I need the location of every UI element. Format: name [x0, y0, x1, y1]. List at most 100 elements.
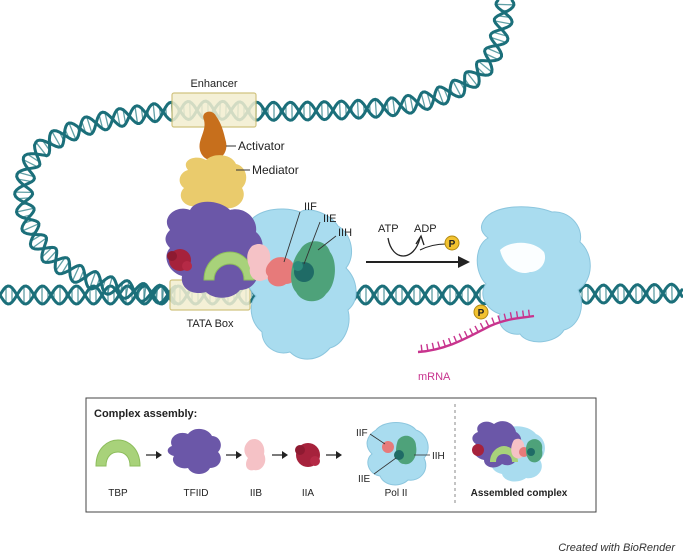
dna-base-pair	[426, 92, 432, 107]
tfiid-shape	[165, 201, 263, 298]
iif-shape	[265, 257, 297, 287]
dna-base-pair	[134, 106, 139, 124]
iih-label: IIH	[338, 227, 352, 239]
mrna-base	[442, 339, 447, 347]
legend-iib-icon	[244, 438, 266, 471]
mrna-base	[447, 337, 452, 345]
dna-backbone	[14, 99, 216, 305]
dna-base-pair	[143, 284, 147, 301]
dna-base-pair	[16, 207, 35, 213]
dna-base-pair	[486, 47, 502, 55]
mrna-strand: mRNA	[417, 309, 535, 383]
dna-base-pair	[392, 97, 396, 116]
tbp-shape	[203, 251, 255, 281]
dna-base-pair	[321, 102, 323, 119]
dna-base-pair	[338, 101, 341, 119]
dna-base-pair	[466, 71, 479, 87]
mrna-base	[474, 325, 479, 333]
legend-iia-label: IIA	[302, 488, 315, 499]
mrna-base	[463, 330, 469, 338]
dna-base-pair	[32, 237, 47, 249]
dna-base-pair	[137, 284, 141, 300]
dna-base-pair	[106, 276, 113, 295]
legend-pol2-label: Pol II	[385, 488, 408, 499]
tata-box-label: TATA Box	[186, 318, 234, 330]
legend-tbp-icon	[95, 439, 141, 467]
mrna-base	[527, 309, 531, 317]
mrna-base	[503, 313, 507, 321]
preinitiation-complex: IIF IIE IIH	[165, 201, 357, 360]
mrna-base	[469, 328, 474, 336]
dna-base-pair	[495, 3, 514, 6]
legend-iif-label: IIF	[356, 428, 368, 439]
legend-assembled-label: Assembled complex	[471, 488, 568, 499]
dna-backbone	[212, 0, 514, 122]
mrna-base	[497, 315, 501, 323]
dna-base-pair	[420, 93, 426, 110]
mrna-base	[485, 319, 490, 327]
mrna-base	[431, 342, 435, 350]
dna-base-pair	[124, 281, 130, 299]
dna-base-pair	[490, 36, 507, 44]
enhancer-label: Enhancer	[190, 78, 237, 90]
dna-base-pair	[494, 20, 512, 25]
dna-backbone	[13, 99, 216, 306]
dna-base-pair	[374, 99, 378, 118]
legend-assembled-icon	[472, 421, 545, 482]
adp-label: ADP	[414, 223, 437, 235]
elongating-pol2: P	[473, 206, 591, 343]
dna-base-pair	[484, 52, 499, 61]
enhancer-region: Enhancer	[171, 78, 257, 128]
legend-tfiid-icon	[167, 428, 221, 474]
dna-base-pair	[327, 103, 329, 118]
atp-label: ATP	[378, 223, 399, 235]
complex-assembly-legend: Complex assembly: TBP TFIID IIB IIA IIF …	[85, 397, 597, 513]
legend-iih-label: IIH	[432, 451, 445, 462]
legend-tbp-label: TBP	[108, 488, 128, 499]
dna-base-pair	[41, 246, 53, 258]
dna-base-pair	[18, 171, 35, 178]
dna-base-pair	[55, 257, 66, 272]
dna-base-pair	[98, 114, 104, 129]
dna-base-pair	[22, 223, 40, 232]
dna-base-pair	[35, 141, 48, 157]
dna-base-pair	[68, 122, 77, 140]
phosphate-ctd-label: P	[478, 308, 485, 319]
mediator-label: Mediator	[252, 163, 299, 177]
dna-base-pair	[452, 80, 462, 97]
legend-title: Complex assembly:	[94, 408, 197, 420]
mrna-label: mRNA	[418, 371, 451, 383]
phosphate-label: P	[449, 239, 456, 250]
mrna-base	[420, 344, 423, 352]
atp-hydrolysis: ATP ADP P	[366, 223, 470, 268]
activator-protein: Activator	[199, 111, 285, 160]
mrna-base	[458, 333, 463, 341]
mediator-complex: Mediator	[179, 155, 299, 214]
phosphate-ctd-icon	[473, 304, 489, 320]
dna-base-pair	[51, 130, 62, 148]
dna-base-pair	[86, 116, 93, 134]
phosphate-icon	[444, 235, 460, 251]
mrna-base	[491, 317, 496, 325]
dna-base-pair	[409, 95, 414, 112]
dna-base-pair	[45, 250, 58, 263]
mrna-base	[515, 311, 519, 319]
dna-base-pair	[477, 60, 493, 73]
iie-label: IIE	[323, 213, 336, 225]
dna-base-pair	[152, 103, 156, 122]
legend-iie-label: IIE	[358, 474, 371, 485]
iif-label: IIF	[304, 201, 317, 213]
dna-base-pair	[23, 159, 38, 168]
dna-base-pair	[104, 112, 110, 129]
dna-base-pair	[356, 100, 360, 119]
dna-backbone	[212, 0, 516, 122]
mrna-base	[426, 343, 429, 352]
mrna-base	[509, 312, 513, 320]
dna-base-pair	[436, 87, 445, 105]
dna-base-pair	[116, 109, 121, 126]
legend-iib-label: IIB	[250, 488, 263, 499]
activator-label: Activator	[238, 139, 285, 153]
dna-base-pair	[71, 265, 81, 282]
mrna-base	[453, 335, 458, 343]
